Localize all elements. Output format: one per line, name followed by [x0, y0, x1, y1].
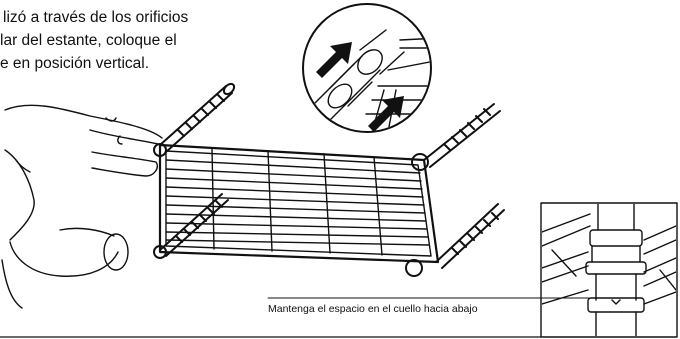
instruction-line-2: lar del estante, coloque el: [0, 32, 177, 49]
zoom-detail-circle: [302, 3, 432, 133]
collar-note: Mantenga el espacio en el cuello hacia a…: [268, 303, 478, 315]
arrow-icon: [316, 42, 404, 132]
threaded-pole: [153, 82, 236, 157]
instruction-line-1: lizó a través de los orificios: [3, 9, 189, 26]
threaded-pole: [411, 103, 501, 171]
threaded-pole: [153, 193, 229, 259]
person-figure: [1, 104, 163, 309]
wire-shelf: [158, 143, 440, 264]
instruction-text: lizó a través de los orificios lar del e…: [0, 6, 300, 75]
instruction-line-3: e en posición vertical.: [0, 55, 150, 72]
collar-detail-inset: [540, 202, 678, 338]
threaded-pole: [405, 203, 505, 277]
